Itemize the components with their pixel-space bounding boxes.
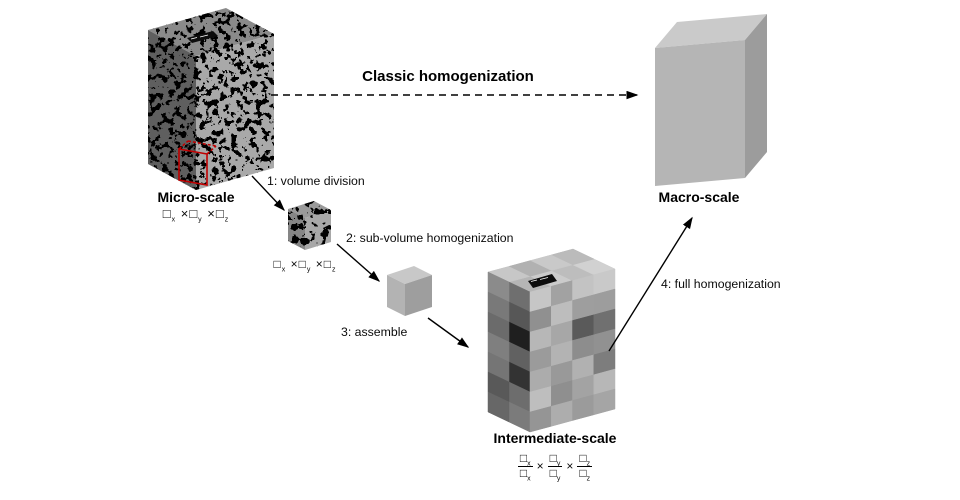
dimension-term: □x — [273, 257, 287, 274]
mosaic-cell — [551, 248, 595, 266]
plain-cube-left-face — [387, 275, 405, 316]
plain-cube-right-face — [405, 275, 432, 316]
step4-label: 4: full homogenization — [661, 277, 781, 291]
macro-side-face — [745, 14, 767, 178]
fraction-term: □z□z — [577, 451, 593, 483]
arrows — [251, 90, 693, 352]
times-sign: × — [536, 459, 544, 474]
dimension-term: □x — [162, 206, 177, 224]
fraction-term: □y□y — [547, 451, 563, 483]
step3-label: 3: assemble — [341, 325, 408, 339]
macro-top-face — [655, 14, 767, 48]
intermediate-scale-label: Intermediate-scale — [493, 430, 617, 446]
micro-scalebar-chip — [187, 31, 218, 43]
plain-cube-top-face — [387, 266, 432, 284]
micro-scale-label: Micro-scale — [157, 189, 235, 205]
step4-arrow — [608, 216, 693, 352]
mosaic-cell — [593, 388, 616, 416]
classic-homogenization-label: Classic homogenization — [362, 68, 534, 85]
micro-scale-box — [148, 8, 274, 190]
intermediate-scale-box — [487, 248, 616, 433]
step3-arrow — [427, 317, 470, 348]
micro-texture — [148, 8, 274, 190]
intermediate-dimensions: □x□x×□y□y×□z□z — [475, 451, 635, 483]
dimension-term: □y — [189, 206, 203, 224]
homogenized-subvolume-cube — [387, 266, 432, 316]
subvolume-dimensions: □x ×□y ×□z — [273, 257, 337, 274]
micro-dimensions: □x ×□y ×□z — [162, 206, 230, 224]
step2-label: 2: sub-volume homogenization — [346, 231, 514, 245]
macro-scale-label: Macro-scale — [658, 189, 740, 205]
times-sign: × — [566, 459, 574, 474]
mosaic-cell — [487, 391, 510, 423]
step1-label: 1: volume division — [267, 174, 365, 188]
intermediate-mosaic-left — [487, 271, 531, 433]
dimension-term: □z — [323, 257, 337, 274]
intermediate-scalebar-chip — [528, 274, 557, 288]
dimension-term: □z — [215, 206, 230, 224]
intermediate-mosaic-front — [529, 268, 616, 433]
red-subvolume-outline — [178, 140, 217, 186]
subvolume-texture — [288, 201, 331, 250]
subvolume-cube — [288, 201, 331, 250]
fraction-term: □x□x — [517, 451, 533, 483]
step1-arrow — [251, 175, 285, 212]
macro-scale-box — [655, 14, 767, 186]
step2-arrow — [336, 243, 381, 282]
dimension-term: □y — [298, 257, 312, 274]
macro-front-face — [655, 40, 745, 186]
